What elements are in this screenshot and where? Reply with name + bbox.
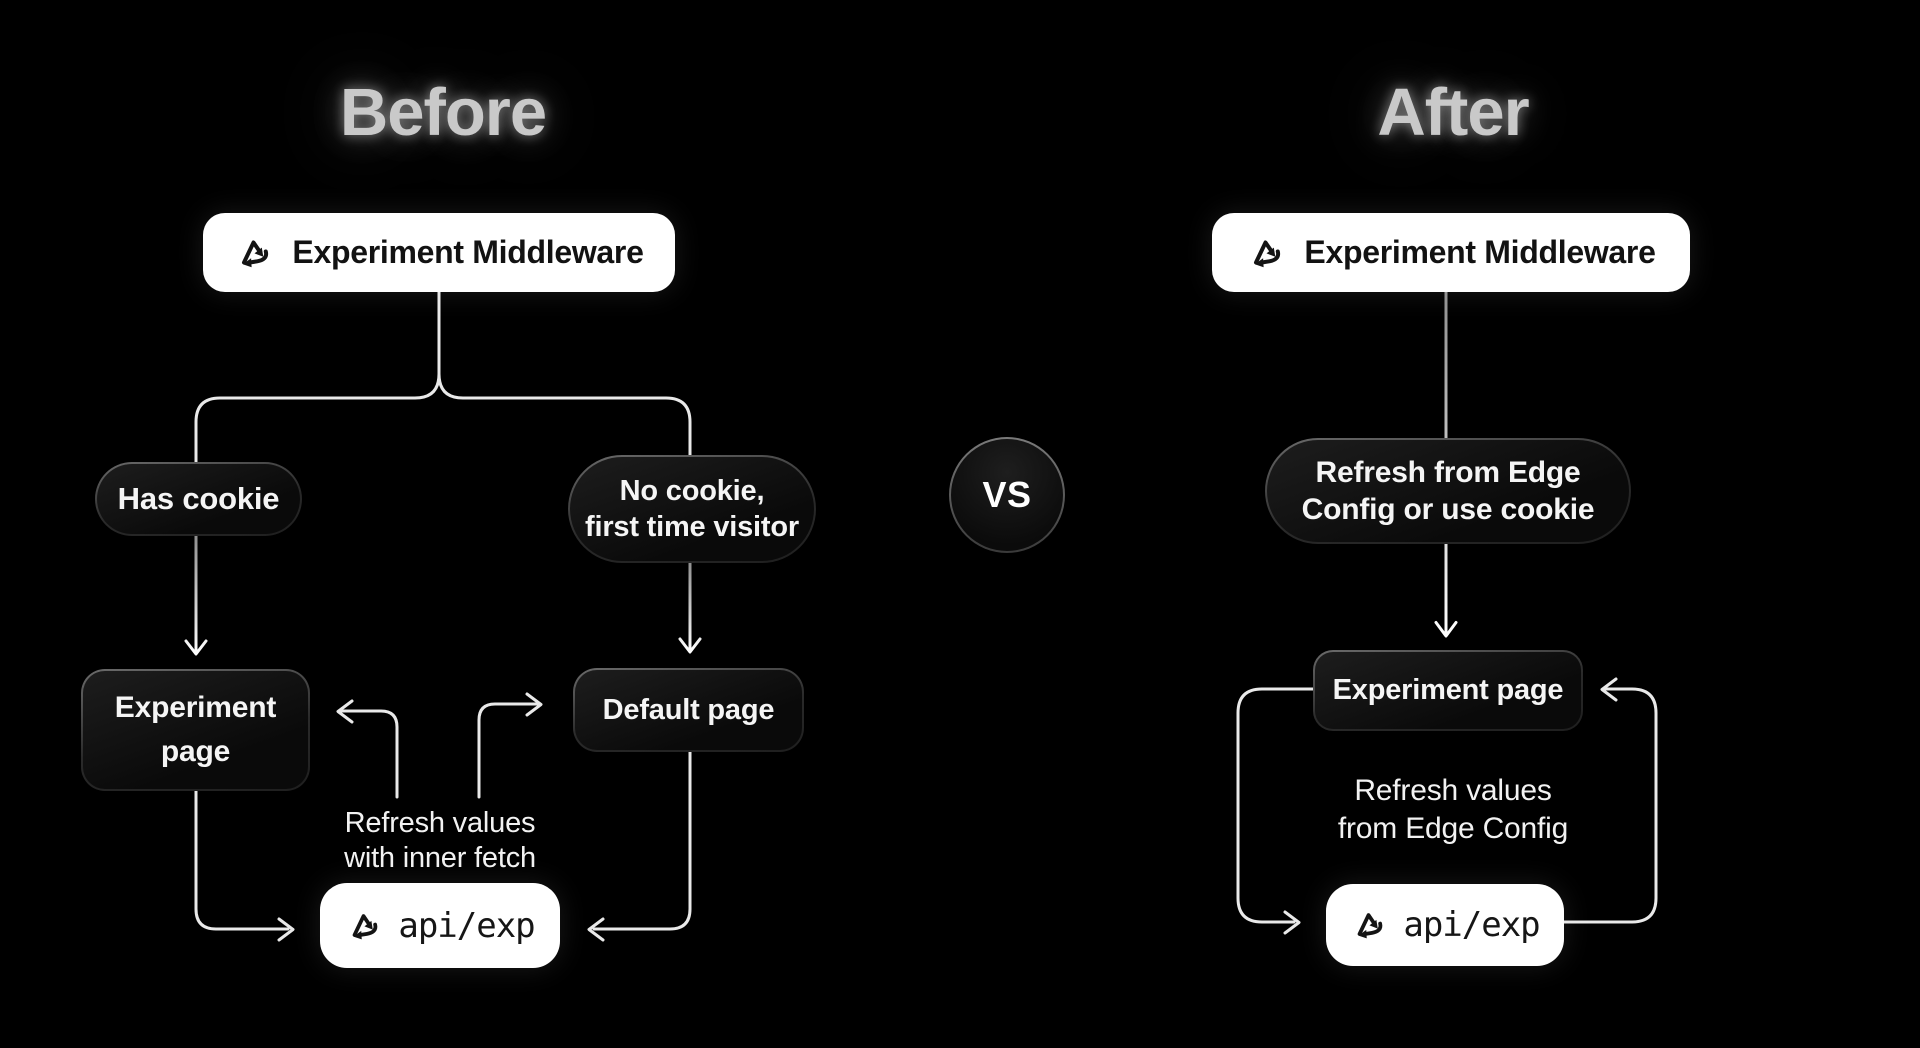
has-cookie-label: Has cookie: [117, 481, 280, 516]
before-branch-right-line: [437, 290, 692, 464]
before-arrow-default-to-api: [587, 748, 692, 942]
edge-config-pill-line1: Refresh from Edge: [1315, 456, 1581, 489]
before-experiment-page-node: Experiment page: [81, 669, 310, 791]
before-api-label: api/exp: [398, 905, 535, 946]
no-cookie-line1: No cookie,: [619, 475, 765, 507]
after-refresh-note-line1: Refresh values: [1354, 774, 1552, 807]
vs-label: VS: [982, 474, 1032, 515]
before-arrow-page-to-api: [194, 787, 295, 942]
before-refresh-note: Refresh values with inner fetch: [290, 806, 590, 876]
after-refresh-note-line2: from Edge Config: [1337, 812, 1569, 845]
before-branch-left-line: [194, 290, 441, 470]
before-refresh-note-line2: with inner fetch: [344, 842, 536, 874]
after-loop-api-to-page: [1562, 677, 1658, 924]
before-default-page-node: Default page: [573, 668, 804, 752]
before-arrow-hascookie-to-page: [184, 534, 208, 656]
before-api-node: api/exp: [320, 883, 560, 968]
edge-config-pill-line2: Config or use cookie: [1301, 493, 1595, 526]
after-api-node: api/exp: [1326, 884, 1564, 966]
after-edge-config-pill: Refresh from Edge Config or use cookie: [1265, 438, 1631, 544]
before-arrow-refresh-to-page: [336, 699, 399, 799]
triangle-cycle-icon: [1253, 240, 1281, 269]
default-page-label: Default page: [602, 693, 775, 726]
after-experiment-page-node: Experiment page: [1313, 650, 1583, 731]
after-api-label: api/exp: [1403, 905, 1540, 945]
after-title: After: [1377, 75, 1529, 150]
after-loop-page-to-api: [1236, 687, 1315, 935]
after-middleware-node: Experiment Middleware: [1212, 213, 1690, 292]
experiment-page-line2: page: [160, 735, 231, 768]
before-title: Before: [339, 75, 547, 150]
before-refresh-note-line1: Refresh values: [344, 807, 536, 839]
before-has-cookie-pill: Has cookie: [95, 462, 302, 536]
triangle-cycle-icon: [351, 913, 378, 941]
no-cookie-line2: first time visitor: [585, 511, 799, 543]
triangle-cycle-icon: [1356, 913, 1383, 941]
before-no-cookie-pill: No cookie, first time visitor: [568, 455, 816, 563]
before-middleware-node: Experiment Middleware: [203, 213, 675, 292]
triangle-cycle-icon: [241, 240, 269, 269]
experiment-page-line1: Experiment: [114, 691, 277, 724]
before-middleware-label: Experiment Middleware: [292, 234, 644, 270]
after-refresh-note: Refresh values from Edge Config: [1296, 772, 1610, 848]
before-arrow-nocookie-to-default: [678, 560, 702, 654]
vs-badge: VS: [949, 437, 1065, 553]
after-experiment-page-label: Experiment page: [1332, 674, 1564, 706]
after-middleware-label: Experiment Middleware: [1304, 234, 1656, 270]
before-arrow-refresh-to-default: [477, 692, 543, 799]
